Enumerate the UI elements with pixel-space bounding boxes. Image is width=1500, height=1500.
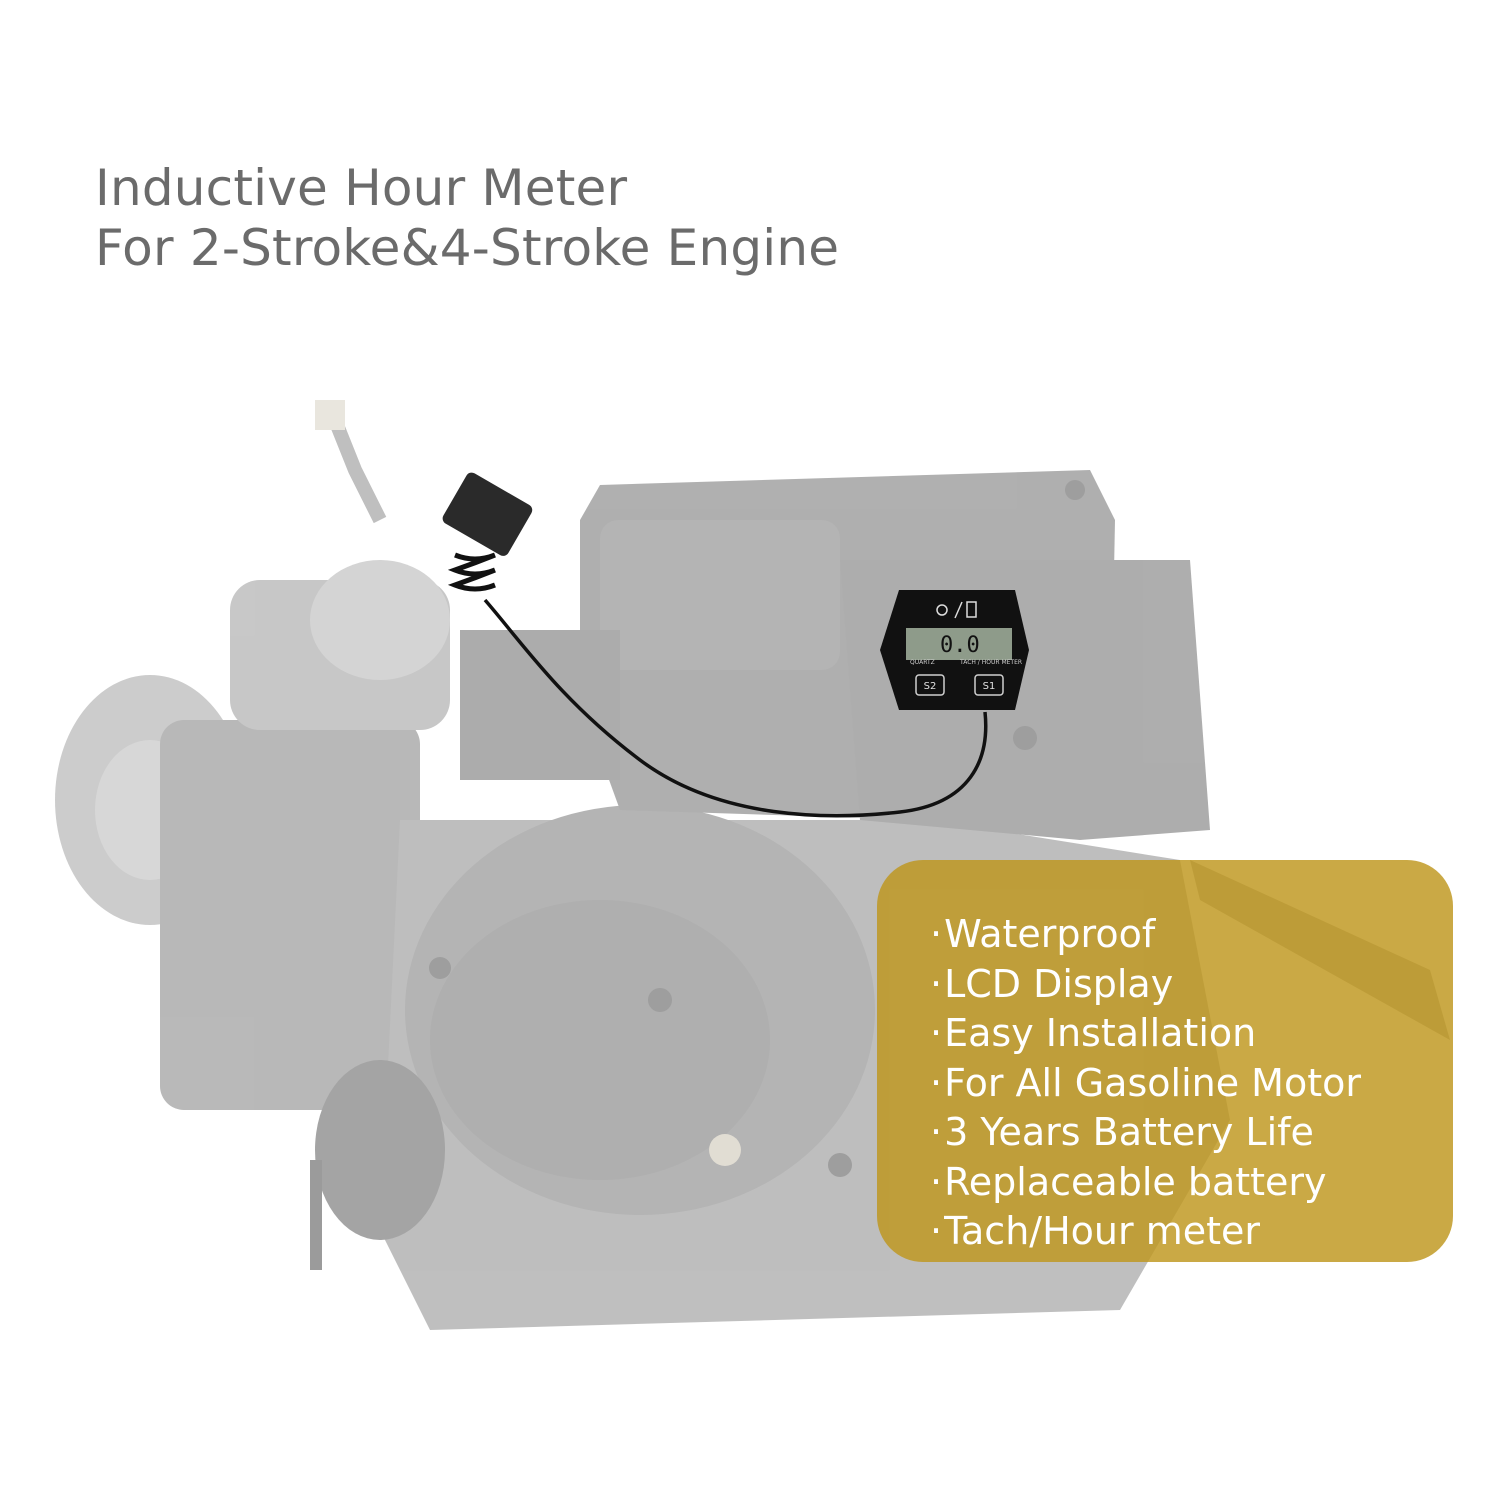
headline-line-2: For 2-Stroke&4-Stroke Engine xyxy=(95,219,840,277)
feature-list: ·Waterproof ·LCD Display ·Easy Installat… xyxy=(930,910,1361,1257)
feature-panel xyxy=(877,860,1453,1262)
engine-icon xyxy=(936,604,948,616)
feature-item: ·For All Gasoline Motor xyxy=(930,1060,1361,1105)
feature-item: ·Tach/Hour meter xyxy=(930,1209,1260,1253)
meter-s1-button-label: S1 xyxy=(983,681,996,692)
feature-item: ·Waterproof xyxy=(930,912,1156,956)
inductive-pickup xyxy=(442,472,533,592)
feature-item: ·Replaceable battery xyxy=(930,1159,1327,1204)
meter-reading-label: 0.0 xyxy=(940,633,980,658)
hourglass-icon xyxy=(966,601,977,618)
slash-icon xyxy=(954,601,963,619)
feature-item: ·LCD Display xyxy=(930,961,1174,1006)
feature-item: ·3 Years Battery Life xyxy=(930,1110,1314,1154)
headline-line-1: Inductive Hour Meter xyxy=(95,159,628,217)
meter-left-label: QUARTZ xyxy=(910,659,935,666)
headline: Inductive Hour Meter For 2-Stroke&4-Stro… xyxy=(95,158,839,278)
meter-s2-button-label: S2 xyxy=(924,681,937,692)
meter-right-label: TACH / HOUR METER xyxy=(959,659,1022,666)
feature-item: ·Easy Installation xyxy=(930,1011,1257,1055)
sensor-cable xyxy=(483,598,988,818)
hour-meter-device: 0.0 QUARTZ TACH / HOUR METER S2 S1 xyxy=(880,590,1029,710)
